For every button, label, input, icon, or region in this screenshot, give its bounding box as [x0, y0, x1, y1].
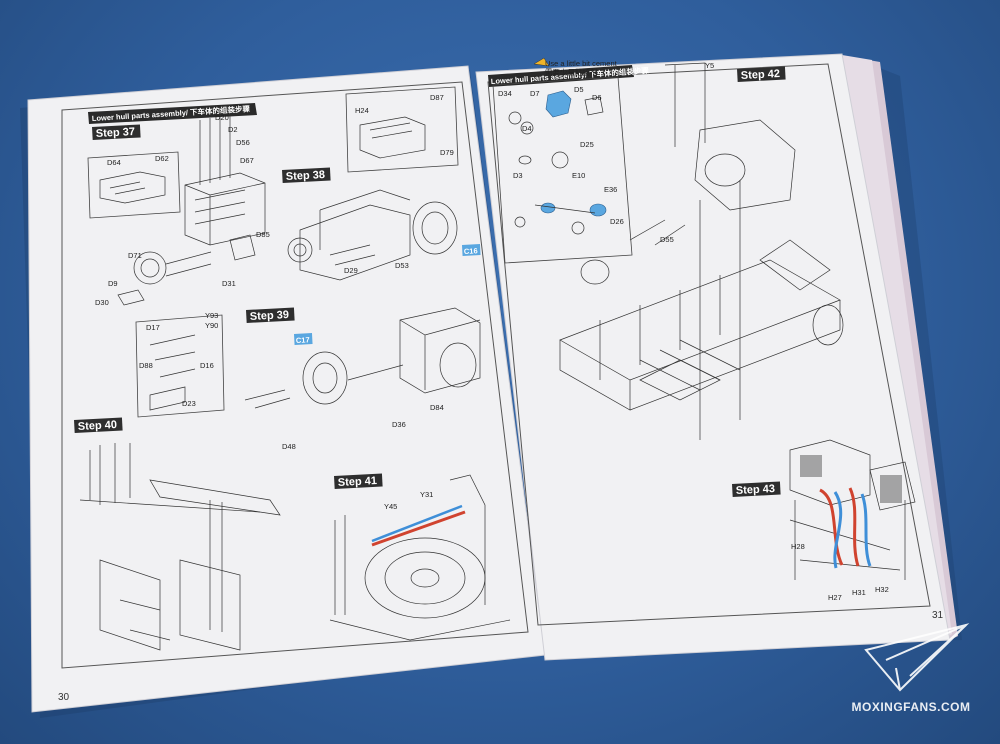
- svg-text:D55: D55: [660, 235, 674, 244]
- step-38-drawing: [287, 116, 458, 281]
- paper-plane-logo: [864, 623, 970, 692]
- svg-text:Y93: Y93: [205, 311, 218, 320]
- svg-text:D62: D62: [155, 154, 169, 163]
- right-part-labels: Y5 D34 D7 D5 D6 D4 D25 D3 E10 E36 D26 D5…: [498, 61, 889, 602]
- badge-c16: C16: [464, 246, 478, 256]
- right-page-number: 31: [932, 610, 944, 621]
- cement-note-cn: 需要少量粘接剂: [545, 67, 598, 77]
- left-part-labels: D20 D2 D56 D67 D64 D62 D71 D85 D9 D31 D3…: [95, 93, 454, 511]
- svg-text:D56: D56: [236, 138, 250, 147]
- step-43-label: Step 43: [736, 483, 776, 497]
- step-40-label: Step 40: [78, 419, 118, 433]
- svg-text:Y5: Y5: [705, 61, 714, 70]
- svg-text:H27: H27: [828, 593, 842, 602]
- svg-text:D30: D30: [95, 298, 109, 307]
- left-page: [27, 65, 546, 713]
- step-41-drawing: [329, 474, 511, 641]
- step-42-drawing: [559, 62, 844, 440]
- step-41-label: Step 41: [338, 475, 378, 489]
- svg-text:D67: D67: [240, 156, 254, 165]
- wire-red-43a: [819, 488, 844, 566]
- step-39-drawing: [149, 307, 481, 411]
- wire-red: [371, 510, 466, 547]
- svg-text:D31: D31: [222, 279, 236, 288]
- svg-text:D36: D36: [392, 420, 406, 429]
- step-37-drawing: [99, 113, 266, 306]
- svg-text:D85: D85: [256, 230, 270, 239]
- svg-text:D2: D2: [228, 125, 238, 134]
- step-37-label: Step 37: [96, 126, 136, 140]
- wire-red-43b: [848, 487, 860, 567]
- step-40-drawing: [79, 443, 281, 651]
- svg-text:D29: D29: [344, 266, 358, 275]
- svg-text:H28: H28: [791, 542, 805, 551]
- svg-text:D79: D79: [440, 148, 454, 157]
- step-43-drawing: [789, 439, 916, 580]
- svg-text:D64: D64: [107, 158, 121, 167]
- step-43-checker: [800, 455, 902, 503]
- svg-text:D34: D34: [498, 89, 512, 98]
- svg-text:D23: D23: [182, 399, 196, 408]
- svg-text:D3: D3: [513, 171, 523, 180]
- svg-text:D48: D48: [282, 442, 296, 451]
- svg-text:D6: D6: [592, 93, 602, 102]
- svg-text:D5: D5: [574, 85, 584, 94]
- svg-text:H24: H24: [355, 106, 369, 115]
- svg-text:Y90: Y90: [205, 321, 218, 330]
- wire-blue-43b: [860, 493, 872, 567]
- svg-text:Y31: Y31: [420, 490, 433, 499]
- step-38-label: Step 38: [286, 169, 326, 183]
- svg-text:D16: D16: [200, 361, 214, 370]
- svg-text:D9: D9: [108, 279, 118, 288]
- watermark: MOXINGFANS.COM: [851, 700, 971, 714]
- svg-text:H31: H31: [852, 588, 866, 597]
- svg-text:D20: D20: [215, 113, 229, 122]
- badge-c17: C17: [296, 335, 310, 345]
- svg-text:E10: E10: [572, 171, 585, 180]
- svg-text:D25: D25: [580, 140, 594, 149]
- left-page-number: 30: [58, 692, 70, 703]
- svg-text:D88: D88: [139, 361, 153, 370]
- svg-text:D17: D17: [146, 323, 160, 332]
- svg-text:D87: D87: [430, 93, 444, 102]
- svg-text:D71: D71: [128, 251, 142, 260]
- svg-text:D53: D53: [395, 261, 409, 270]
- step-42-inset-drawing: [508, 96, 604, 235]
- svg-text:H32: H32: [875, 585, 889, 594]
- svg-text:D4: D4: [522, 124, 532, 133]
- cement-note: Use a little bit cement: [545, 59, 618, 68]
- step-42-label: Step 42: [741, 68, 781, 82]
- step-39-label: Step 39: [250, 309, 290, 323]
- wire-blue-43a: [833, 491, 843, 569]
- svg-text:D26: D26: [610, 217, 624, 226]
- svg-text:E36: E36: [604, 185, 617, 194]
- svg-text:D84: D84: [430, 403, 444, 412]
- wire-blue: [371, 504, 463, 543]
- svg-text:D7: D7: [530, 89, 540, 98]
- svg-text:Y45: Y45: [384, 502, 397, 511]
